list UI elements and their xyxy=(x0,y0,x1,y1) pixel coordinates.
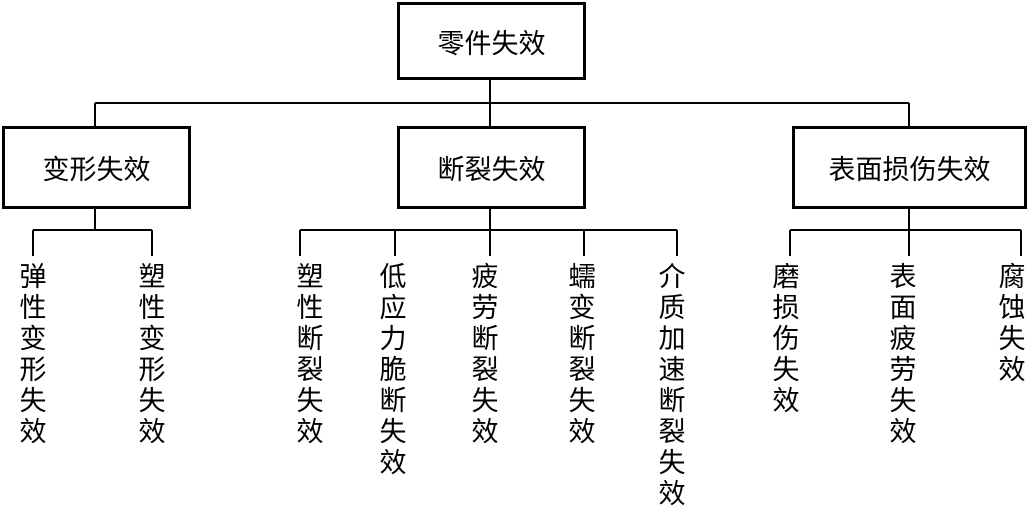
leaf-surface-fatigue: 表面疲劳失效 xyxy=(889,262,917,448)
leaf-low-stress-brittle-fracture: 低应力脆断失效 xyxy=(379,262,407,479)
leaf-plastic-fracture: 塑性断裂失效 xyxy=(296,262,324,448)
leaf-wear-damage: 磨损伤失效 xyxy=(772,262,800,417)
leaf-plastic-deformation: 塑性变形失效 xyxy=(138,262,166,448)
category-box-deformation: 变形失效 xyxy=(2,126,191,209)
leaf-creep-fracture: 蠕变断裂失效 xyxy=(568,262,596,448)
category-box-fracture: 断裂失效 xyxy=(397,126,586,209)
leaf-corrosion: 腐蚀失效 xyxy=(998,262,1026,386)
leaf-medium-accelerated-fracture: 介质加速断裂失效 xyxy=(658,262,686,510)
leaf-elastic-deformation: 弹性变形失效 xyxy=(19,262,47,448)
root-box: 零件失效 xyxy=(397,2,586,80)
leaf-fatigue-fracture: 疲劳断裂失效 xyxy=(471,262,499,448)
category-box-surface-damage: 表面损伤失效 xyxy=(792,126,1027,209)
